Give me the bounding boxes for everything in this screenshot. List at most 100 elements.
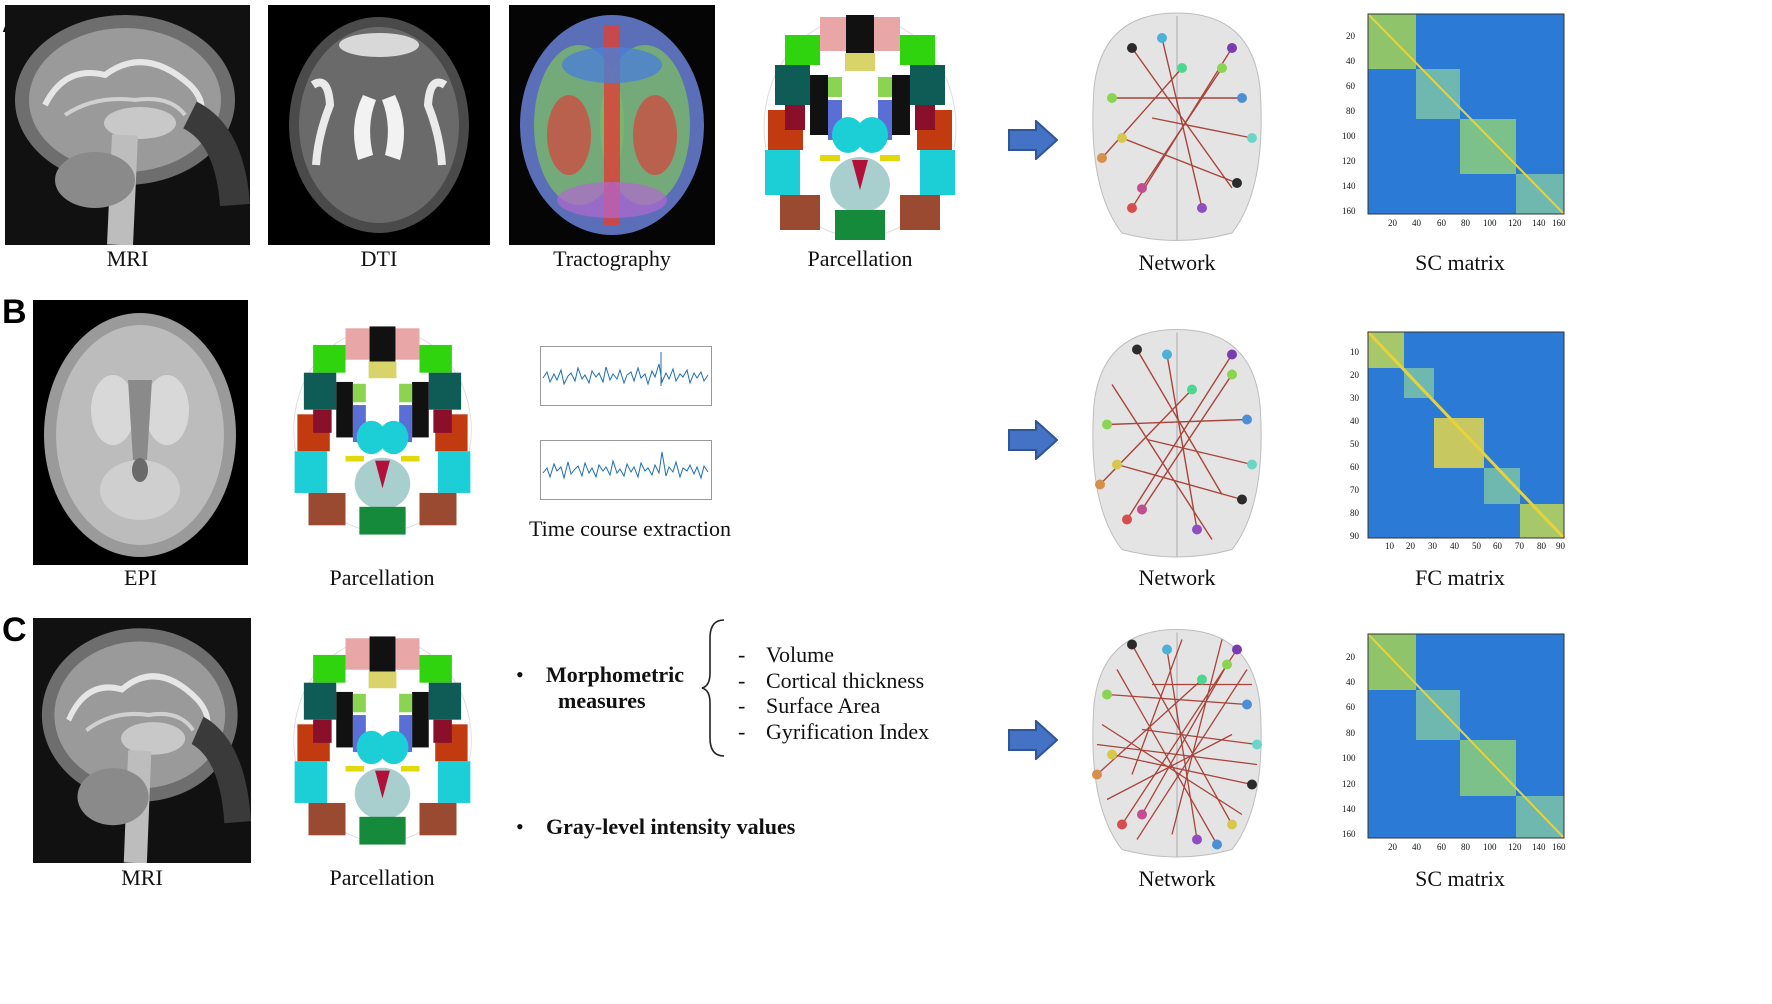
fc-matrix-b-xtick: 60 xyxy=(1493,541,1502,551)
parcellation-atlas-a xyxy=(760,15,960,240)
morphometric-title-line2: measures xyxy=(558,688,646,713)
epi-image xyxy=(33,300,248,565)
brain-network-a xyxy=(1082,8,1272,248)
fc-matrix-b-ytick: 20 xyxy=(1350,370,1359,380)
caption-parcellation-a: Parcellation xyxy=(807,246,913,271)
bullet-gray-level: • xyxy=(516,814,524,839)
measure-dash: - xyxy=(738,642,746,667)
measure-cortical-thickness: Cortical thickness xyxy=(766,668,925,693)
caption-matrix-a: SC matrix xyxy=(1415,250,1505,275)
panel-letter-b: B xyxy=(2,293,27,331)
flow-arrow-c xyxy=(1008,720,1058,760)
sc-matrix-c-ytick: 20 xyxy=(1346,652,1355,662)
caption-dti: DTI xyxy=(360,246,398,271)
caption-matrix-b: FC matrix xyxy=(1415,565,1505,590)
sc-matrix-c-ytick: 140 xyxy=(1342,804,1356,814)
sc-matrix-a-xtick: 60 xyxy=(1437,218,1446,228)
sc-matrix-a-ytick: 60 xyxy=(1346,81,1355,91)
caption-parcellation-b: Parcellation xyxy=(329,565,435,590)
sc-matrix-c-ytick: 100 xyxy=(1342,753,1356,763)
fc-matrix-b-xtick: 70 xyxy=(1515,541,1524,551)
sc-matrix-a-xtick: 80 xyxy=(1461,218,1470,228)
tractography-image xyxy=(509,5,715,245)
gray-level-intensity-label: Gray-level intensity values xyxy=(546,814,796,839)
caption-tractography: Tractography xyxy=(553,246,671,271)
sc-matrix-c-ytick: 60 xyxy=(1346,702,1355,712)
timeseries-plot-1 xyxy=(540,346,712,406)
sc-matrix-a-xtick: 100 xyxy=(1483,218,1497,228)
sc-matrix-c-ytick: 120 xyxy=(1342,779,1356,789)
fc-matrix-b-xtick: 90 xyxy=(1556,541,1565,551)
sc-matrix-a-xtick: 40 xyxy=(1412,218,1421,228)
measures-brace xyxy=(700,618,730,758)
parcellation-atlas-b xyxy=(290,318,475,543)
sc-matrix-a-ytick: 80 xyxy=(1346,106,1355,116)
caption-timecourse: Time course extraction xyxy=(528,516,732,541)
sc-matrix-c-xtick: 80 xyxy=(1461,842,1470,852)
sc-matrix-c-xtick: 20 xyxy=(1388,842,1397,852)
sc-matrix-a-ytick: 40 xyxy=(1346,56,1355,66)
sc-matrix-c-ytick: 40 xyxy=(1346,677,1355,687)
fc-matrix-b-ytick: 90 xyxy=(1350,531,1359,541)
timeseries-plot-2 xyxy=(540,440,712,500)
fc-matrix-b-xtick: 50 xyxy=(1472,541,1481,551)
sc-matrix-a-xtick: 20 xyxy=(1388,218,1397,228)
sc-matrix-a-ytick: 20 xyxy=(1346,31,1355,41)
fc-matrix-b: 10 20 30 40 50 60 70 80 90 10 20 30 40 5… xyxy=(1338,328,1568,558)
sc-matrix-c-xtick: 60 xyxy=(1437,842,1446,852)
sc-matrix-c-xtick: 160 xyxy=(1552,842,1566,852)
measure-dash: - xyxy=(738,719,746,744)
measure-dash: - xyxy=(738,668,746,693)
flow-arrow-a xyxy=(1008,120,1058,160)
fc-matrix-b-ytick: 10 xyxy=(1350,347,1359,357)
caption-network-b: Network xyxy=(1138,565,1216,590)
sc-matrix-a-ytick: 140 xyxy=(1342,181,1356,191)
sc-matrix-c-ytick: 80 xyxy=(1346,728,1355,738)
parcellation-atlas-c xyxy=(290,628,475,853)
sc-matrix-a-xtick: 120 xyxy=(1508,218,1522,228)
caption-parcellation-c: Parcellation xyxy=(329,865,435,890)
fc-matrix-b-ytick: 50 xyxy=(1350,439,1359,449)
sc-matrix-a-ytick: 160 xyxy=(1342,206,1356,216)
brain-network-b xyxy=(1082,322,1272,567)
brain-network-c xyxy=(1082,622,1272,867)
measure-volume: Volume xyxy=(766,642,835,667)
sc-matrix-c-xtick: 120 xyxy=(1508,842,1522,852)
sc-matrix-c-xtick: 40 xyxy=(1412,842,1421,852)
sc-matrix-a: 20 40 60 80 100 120 140 160 20 40 60 80 … xyxy=(1338,10,1568,235)
fc-matrix-b-ytick: 40 xyxy=(1350,416,1359,426)
sc-matrix-a-xtick: 160 xyxy=(1552,218,1566,228)
caption-network-a: Network xyxy=(1138,250,1216,275)
sc-matrix-c-xtick: 100 xyxy=(1483,842,1497,852)
sc-matrix-a-ytick: 120 xyxy=(1342,156,1356,166)
sc-matrix-c-ytick: 160 xyxy=(1342,829,1356,839)
fc-matrix-b-xtick: 20 xyxy=(1406,541,1415,551)
sc-matrix-a-ytick: 100 xyxy=(1342,131,1356,141)
flow-arrow-b xyxy=(1008,420,1058,460)
caption-network-c: Network xyxy=(1138,866,1216,891)
fc-matrix-b-ytick: 60 xyxy=(1350,462,1359,472)
caption-epi: EPI xyxy=(124,565,157,590)
fc-matrix-b-xtick: 30 xyxy=(1428,541,1437,551)
fc-matrix-b-ytick: 80 xyxy=(1350,508,1359,518)
sc-matrix-c-xtick: 140 xyxy=(1532,842,1546,852)
measure-dash: - xyxy=(738,693,746,718)
fc-matrix-b-xtick: 40 xyxy=(1450,541,1459,551)
caption-mri: MRI xyxy=(106,246,149,271)
morphometric-title-line1: Morphometric xyxy=(546,662,685,687)
measure-gyrification-index: Gyrification Index xyxy=(766,719,930,744)
measure-surface-area: Surface Area xyxy=(766,693,881,718)
caption-matrix-c: SC matrix xyxy=(1415,866,1505,891)
sc-matrix-c: 20 40 60 80 100 120 140 160 20 40 60 80 … xyxy=(1338,630,1568,858)
panel-letter-c: C xyxy=(2,611,27,649)
sc-matrix-a-xtick: 140 xyxy=(1532,218,1546,228)
mri-sagittal-image-c xyxy=(33,618,251,863)
bullet-morphometric: • xyxy=(516,662,524,687)
mri-sagittal-image xyxy=(5,5,250,245)
fc-matrix-b-ytick: 70 xyxy=(1350,485,1359,495)
dti-image xyxy=(268,5,490,245)
fc-matrix-b-xtick: 80 xyxy=(1537,541,1546,551)
fc-matrix-b-xtick: 10 xyxy=(1385,541,1394,551)
caption-mri-c: MRI xyxy=(121,865,163,890)
fc-matrix-b-ytick: 30 xyxy=(1350,393,1359,403)
